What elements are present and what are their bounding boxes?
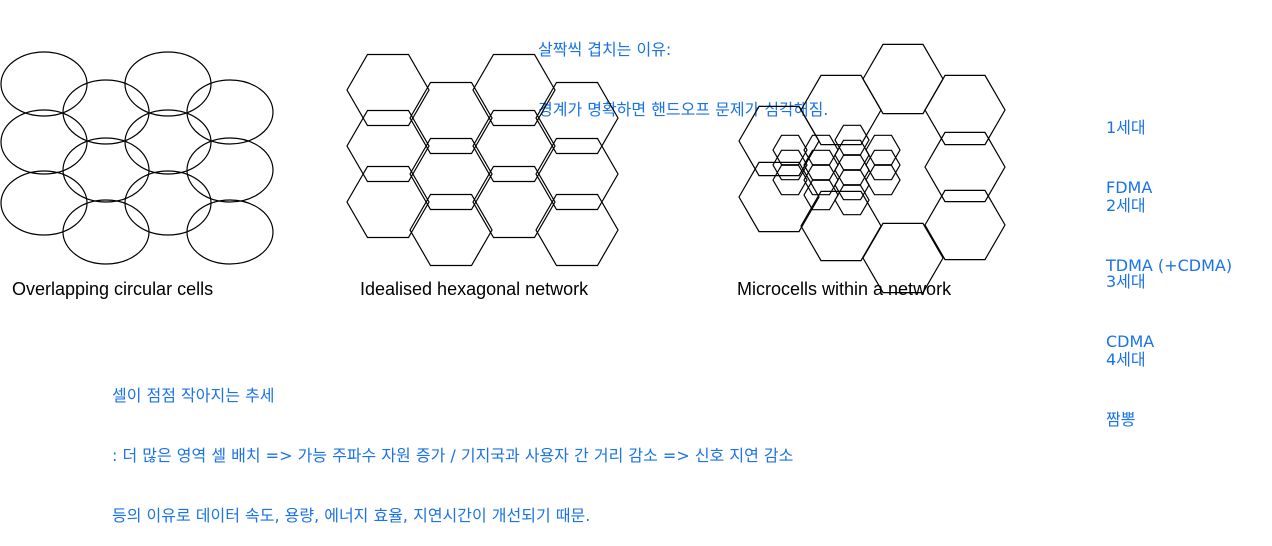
hexagonal-cell <box>472 165 556 239</box>
circular-cell <box>0 51 88 117</box>
circular-cell <box>124 109 212 175</box>
trend-note: 셀이 점점 작아지는 추세 : 더 많은 영역 셀 배치 => 가능 주파수 자… <box>112 346 793 546</box>
macro-cell <box>738 161 820 233</box>
macro-cell <box>924 189 1006 261</box>
generation-4-tech: 짬뽕 <box>1106 410 1136 429</box>
hexagonal-cell <box>409 81 493 155</box>
generation-2-tech: TDMA (+CDMA) <box>1106 256 1233 275</box>
macro-cell <box>800 190 882 262</box>
hexagonal-cell <box>346 165 430 239</box>
macro-cell <box>924 131 1006 203</box>
circular-cell <box>62 137 150 203</box>
trend-note-reason: : 더 많은 영역 셀 배치 => 가능 주파수 자원 증가 / 기지국과 사용… <box>112 446 794 465</box>
microcell <box>772 149 808 181</box>
microcell <box>834 184 870 216</box>
microcell-network <box>738 43 1006 294</box>
generation-2-label: 2세대 <box>1106 196 1146 215</box>
hexagonal-cell <box>472 109 556 183</box>
macro-cell <box>738 105 820 177</box>
circular-cell <box>186 79 274 145</box>
generation-2: 2세대 TDMA (+CDMA) <box>1106 156 1232 296</box>
generation-3: 3세대 CDMA <box>1106 232 1154 372</box>
hexagonal-cell <box>346 109 430 183</box>
generation-3-label: 3세대 <box>1106 272 1146 291</box>
circular-cell <box>62 79 150 145</box>
microcell <box>865 149 901 181</box>
macro-cell <box>800 74 882 146</box>
circular-cell <box>0 170 88 236</box>
hexagonal-cell <box>535 81 619 155</box>
macro-cell <box>862 43 944 115</box>
circular-cells <box>0 51 274 265</box>
trend-note-benefit: 등의 이유로 데이터 속도, 용량, 에너지 효율, 지연시간이 개선되기 때문… <box>112 506 591 525</box>
circular-cell <box>62 199 150 265</box>
handoff-note-title: 살짝씩 겹치는 이유: <box>538 40 672 59</box>
generation-1-label: 1세대 <box>1106 118 1146 137</box>
generation-4-label: 4세대 <box>1106 350 1146 369</box>
microcell <box>772 164 808 196</box>
macro-cell <box>924 74 1006 146</box>
handoff-note: 살짝씩 겹치는 이유: 경계가 명확하면 핸드오프 문제가 심각해짐. <box>538 0 828 140</box>
hexagonal-cell <box>409 193 493 267</box>
cell-diagrams <box>0 43 1006 294</box>
generation-1-tech: FDMA <box>1106 178 1153 197</box>
caption-microcells: Microcells within a network <box>737 279 952 299</box>
caption-hexagonal-network: Idealised hexagonal network <box>360 279 589 299</box>
hexagonal-cell <box>472 53 556 127</box>
circular-cell <box>186 137 274 203</box>
handoff-note-body: 경계가 명확하면 핸드오프 문제가 심각해짐. <box>538 100 829 119</box>
hexagonal-cell <box>346 53 430 127</box>
generation-3-tech: CDMA <box>1106 332 1155 351</box>
circular-cell <box>0 109 88 175</box>
trend-note-title: 셀이 점점 작아지는 추세 <box>112 386 275 405</box>
hexagonal-cell <box>409 137 493 211</box>
hexagonal-cell <box>535 193 619 267</box>
generation-1: 1세대 FDMA <box>1106 78 1152 218</box>
caption-circular-cells: Overlapping circular cells <box>12 279 214 299</box>
circular-cell <box>124 170 212 236</box>
hexagonal-cell <box>535 137 619 211</box>
microcell <box>865 164 901 196</box>
hexagonal-network <box>346 53 619 267</box>
generation-4: 4세대 짬뽕 <box>1106 310 1146 450</box>
macro-cell <box>862 222 944 294</box>
circular-cell <box>186 199 274 265</box>
circular-cell <box>124 51 212 117</box>
